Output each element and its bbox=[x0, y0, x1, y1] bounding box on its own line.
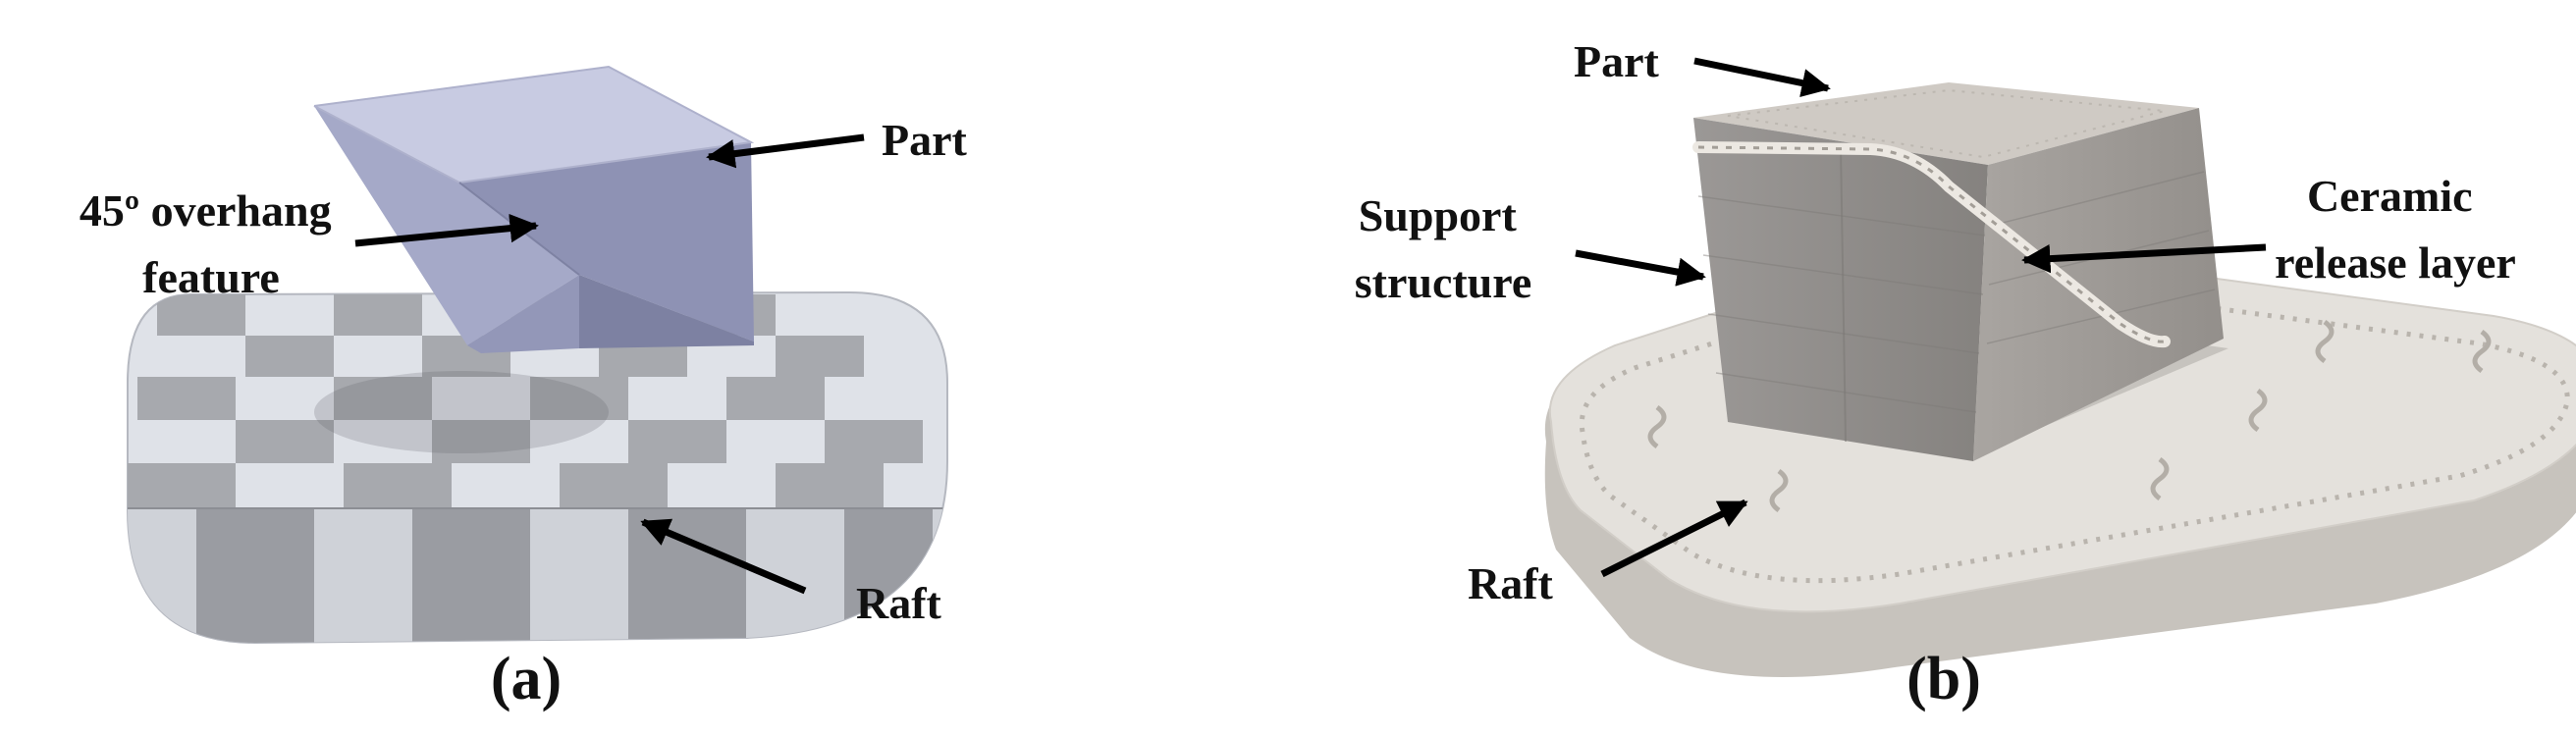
caption-a: (a) bbox=[491, 646, 562, 712]
label-overhang-a: 45º overhang feature bbox=[80, 185, 343, 302]
arrow-ceramic-b bbox=[2021, 243, 2267, 274]
arrow-raft-a bbox=[640, 518, 807, 595]
arrow-part-a bbox=[706, 133, 865, 169]
label-ceramic-b: Ceramic release layer bbox=[2275, 171, 2516, 288]
label-support-b: Support structure bbox=[1355, 190, 1532, 307]
part-a bbox=[313, 65, 755, 353]
part-b bbox=[1692, 82, 2224, 461]
label-part-b: Part bbox=[1574, 36, 1660, 86]
raft-s-marks bbox=[1647, 319, 2492, 513]
arrow-support-b bbox=[1575, 249, 1706, 287]
label-raft-b: Raft bbox=[1468, 558, 1554, 608]
panel-b: Part Support structure Ceramic release l… bbox=[1355, 36, 2576, 712]
arrow-raft-b bbox=[1600, 499, 1748, 578]
arrow-overhang-a bbox=[354, 213, 539, 247]
label-part-a: Part bbox=[882, 115, 968, 165]
panel-a: Part 45º overhang feature Raft (a) bbox=[80, 65, 968, 712]
caption-b: (b) bbox=[1906, 646, 1981, 712]
label-raft-a: Raft bbox=[856, 578, 942, 628]
arrow-part-b bbox=[1693, 57, 1831, 98]
